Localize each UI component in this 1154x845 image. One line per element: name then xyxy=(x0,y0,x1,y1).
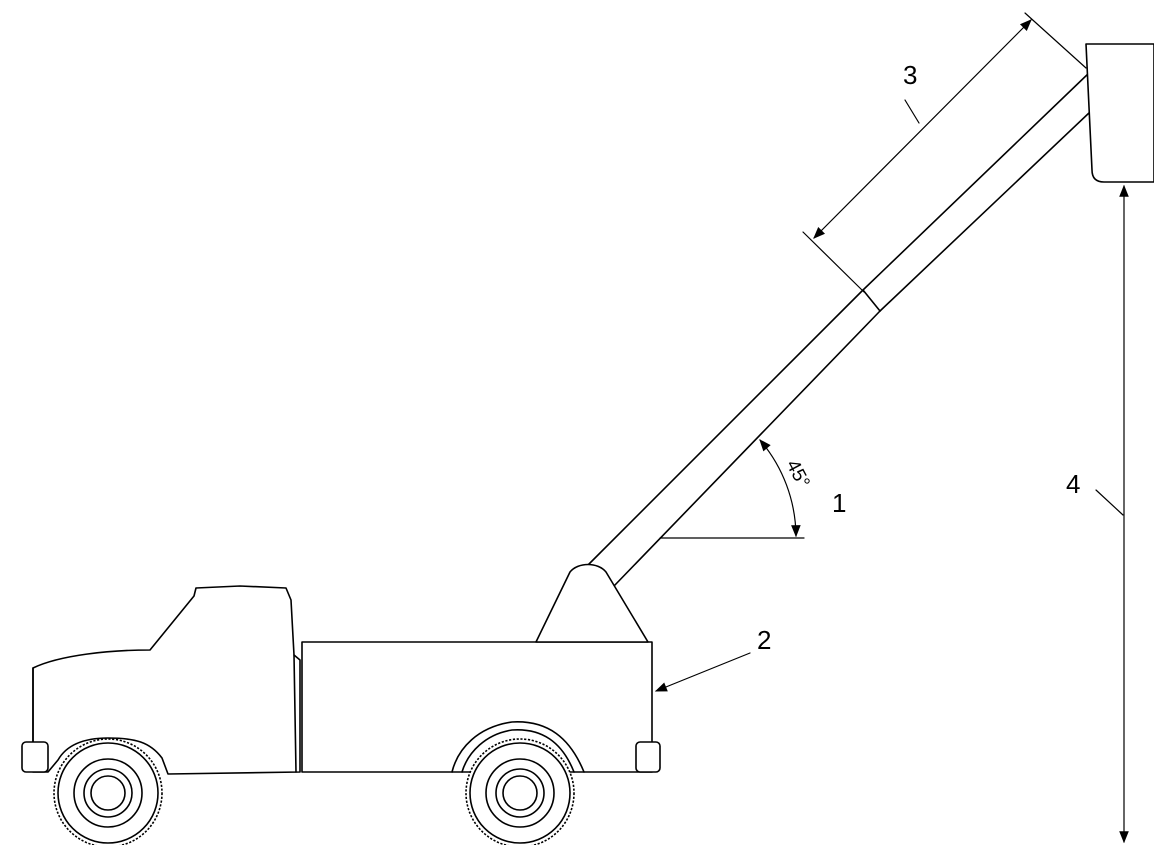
dimension-height xyxy=(1095,184,1129,844)
front-bumper xyxy=(21,741,49,773)
bucket xyxy=(1085,43,1154,183)
angle-indicator xyxy=(659,439,805,539)
callout-2-label: 2 xyxy=(757,625,771,655)
front-wheel xyxy=(53,738,163,845)
rear-bumper xyxy=(635,741,661,773)
callout-bed-leader xyxy=(654,652,751,692)
callout-4-label: 4 xyxy=(1066,469,1080,499)
dimension-extension xyxy=(802,12,1087,293)
angle-label: 45° xyxy=(782,456,814,491)
boom-turret xyxy=(535,563,649,643)
rear-wheel xyxy=(465,738,575,845)
truck-bed xyxy=(301,641,653,773)
boom xyxy=(587,71,1091,587)
callout-3-label: 3 xyxy=(903,60,917,90)
truck-cab xyxy=(32,585,301,775)
callout-1-label: 1 xyxy=(832,488,846,518)
